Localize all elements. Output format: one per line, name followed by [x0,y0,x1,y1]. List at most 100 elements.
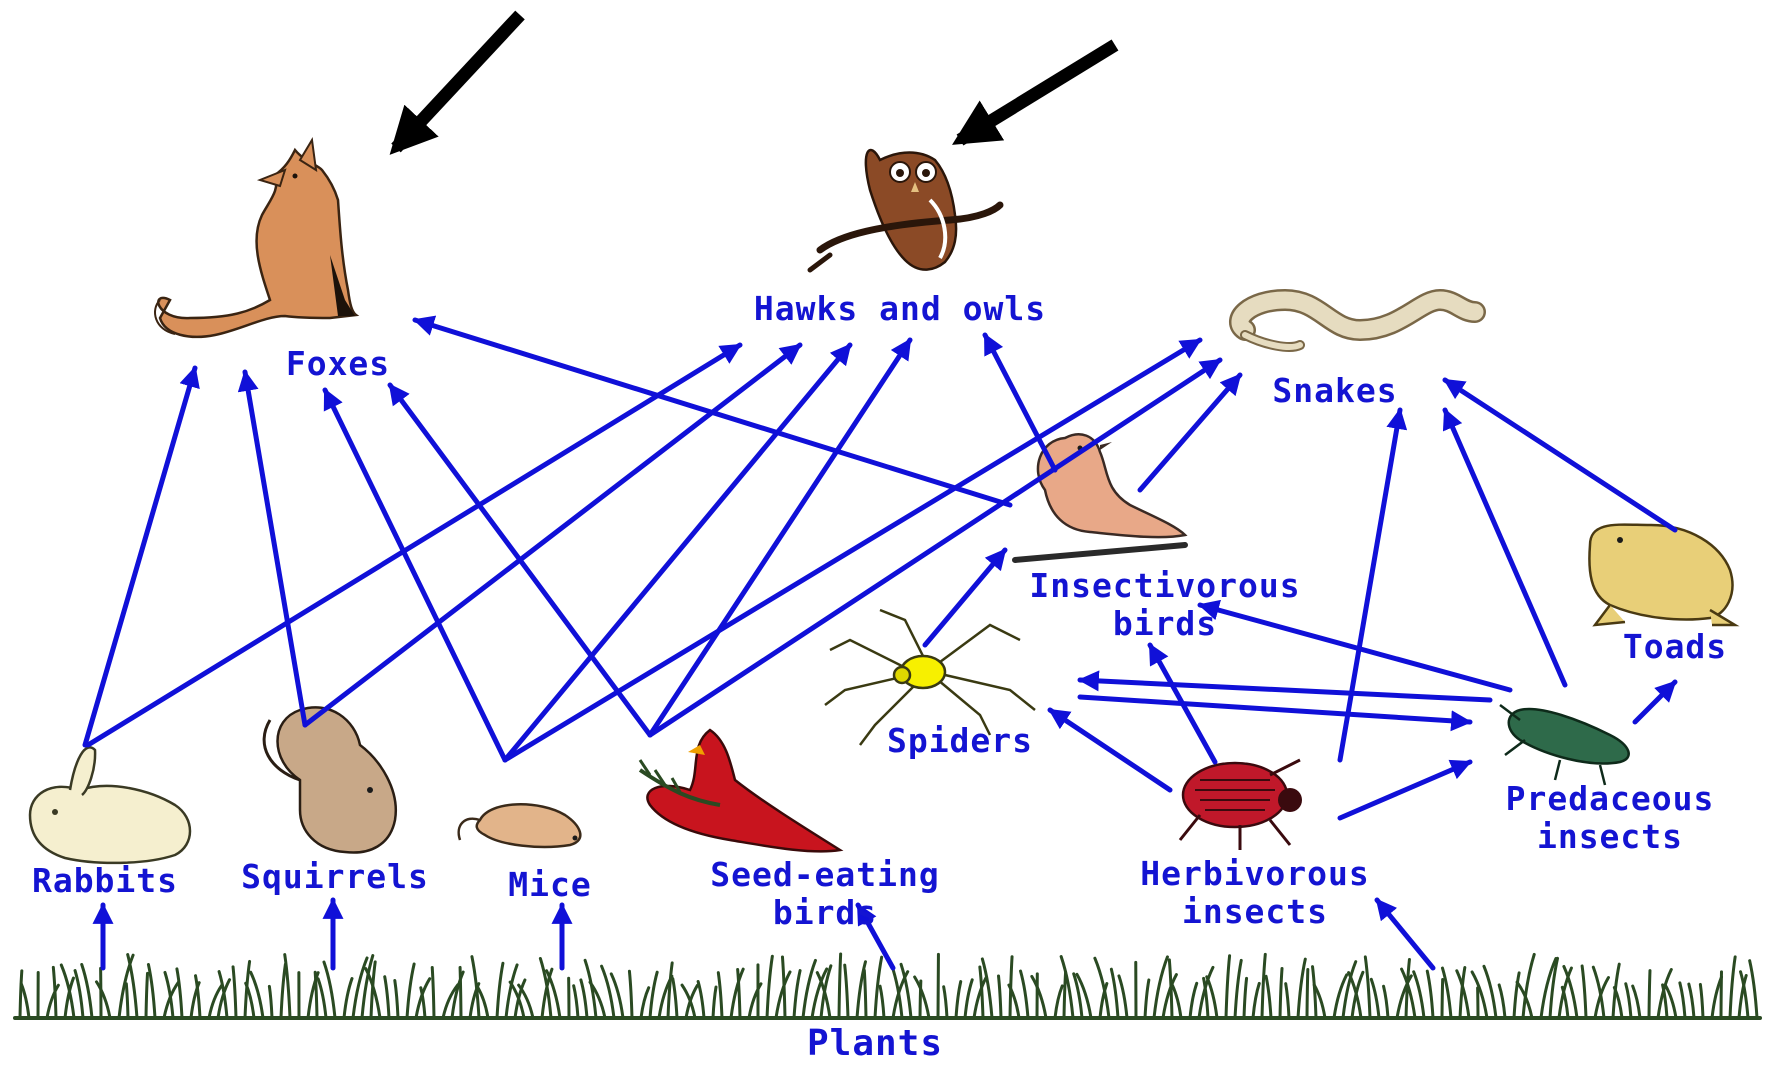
label-seed-eating-birds-line1: Seed-eating [660,856,990,894]
pointer-arrows [396,15,1115,148]
arrow-squirrels-to-foxes [245,372,305,725]
grass-blade [285,955,290,1018]
label-insectivorous-birds-line2: birds [990,605,1340,643]
grass-blade [1032,976,1046,1018]
grass-blade [767,956,772,1018]
grass-blade [1172,985,1181,1018]
grass-blade [1021,971,1028,1018]
grass-blade [1253,983,1259,1018]
grass-blade [738,970,740,1018]
grass-blade [1313,967,1316,1018]
grass-blade [407,964,414,1018]
cardinal-icon [640,730,840,851]
arrow-toads-to-snakes [1445,380,1675,530]
grass-blade [1582,966,1586,1018]
grass-blade [1514,973,1519,1018]
grass-blade [782,957,785,1018]
rabbit-icon [30,747,190,863]
label-snakes-text: Snakes [1245,372,1425,410]
beetle-icon [1500,705,1629,785]
grass-blade [1169,960,1172,1018]
grass-blade [1562,987,1568,1018]
label-hawks-owls-text: Hawks and owls [700,290,1100,328]
label-mice: Mice [480,866,620,904]
grass-blade [395,980,398,1018]
grass-blade [97,982,110,1018]
arrow-seed-eating-birds-to-foxes [390,385,650,735]
grass-blade [668,963,672,1018]
grass-blade [432,967,434,1018]
grass-blade [61,965,74,1018]
grass-blade [460,967,461,1018]
grass-blade [53,967,56,1018]
grass-blade [965,980,972,1018]
grass-blade [344,979,352,1018]
label-plants-text: Plants [760,1025,990,1063]
label-seed-eating-birds: Seed-eating birds [660,856,990,932]
grass-blade [1397,976,1411,1018]
grass-blade [1262,954,1265,1018]
grass-blade [794,971,800,1018]
grass-blade [1298,959,1305,1018]
label-herbivorous-insects: Herbivorous insects [1110,855,1400,931]
label-squirrels: Squirrels [215,858,455,896]
arrow-predaceous-insects-to-spiders [1080,680,1490,700]
grass-blade [1111,969,1118,1018]
grass-blade [1119,976,1127,1018]
grass-blade [1280,969,1282,1018]
grass-blade [698,981,704,1018]
grass-blade [845,965,848,1018]
grass-blade [1472,972,1487,1018]
grass-blade [839,954,841,1018]
arrow-spiders-to-predaceous-insects [1080,697,1470,722]
grass-blade [1266,976,1271,1018]
label-foxes: Foxes [258,345,418,383]
grass-blade [1145,980,1149,1018]
squirrel-icon [264,707,396,852]
grass-blade [1307,970,1308,1018]
grass-blade [1064,972,1066,1018]
label-mice-text: Mice [480,866,620,904]
label-predaceous-insects-line1: Predaceous [1455,780,1765,818]
arrow-insectivorous-birds-to-snakes [1140,375,1240,490]
arrow-predaceous-insects-to-snakes [1445,410,1565,685]
grass-blade [1055,986,1062,1018]
grass-blade [1235,960,1241,1018]
grass-blade [880,986,884,1018]
label-snakes: Snakes [1245,372,1425,410]
label-herbivorous-insects-line1: Herbivorous [1110,855,1400,893]
owl-pointer-arrow [960,45,1115,140]
grass-blade [1226,956,1230,1018]
grass-blade [75,971,83,1018]
grass-blade [650,972,657,1018]
grass-blade [1365,957,1370,1018]
grass-blade [590,982,605,1018]
grass-blade [1190,983,1197,1018]
label-hawks-owls: Hawks and owls [700,290,1100,328]
grass-blade [641,988,649,1018]
grass-icon [15,954,1760,1018]
grass-blade [1499,985,1505,1018]
label-spiders-text: Spiders [860,722,1060,760]
grass-blade [1649,971,1650,1018]
grass-blade [318,979,326,1018]
grass-blade [146,973,148,1018]
arrow-insectivorous-birds-to-foxes [415,320,1010,505]
grass-blade [1689,984,1694,1018]
label-predaceous-insects-line2: insects [1455,818,1765,856]
arrow-herbivorous-insects-to-spiders [1050,710,1170,790]
grass-blade [1371,979,1379,1018]
toad-icon [1589,525,1735,625]
label-seed-eating-birds-line2: birds [660,894,990,932]
grass-blade [21,984,29,1018]
grass-blade [718,973,722,1018]
grass-blade [126,984,128,1018]
grass-blade [1244,978,1247,1018]
grass-blade [1700,984,1703,1018]
label-rabbits-text: Rabbits [5,862,205,900]
label-insectivorous-birds: Insectivorous birds [990,567,1340,643]
grass-blade [1427,971,1433,1018]
label-squirrels-text: Squirrels [215,858,455,896]
label-plants: Plants [760,1025,990,1063]
arrow-mice-to-foxes [325,390,505,760]
